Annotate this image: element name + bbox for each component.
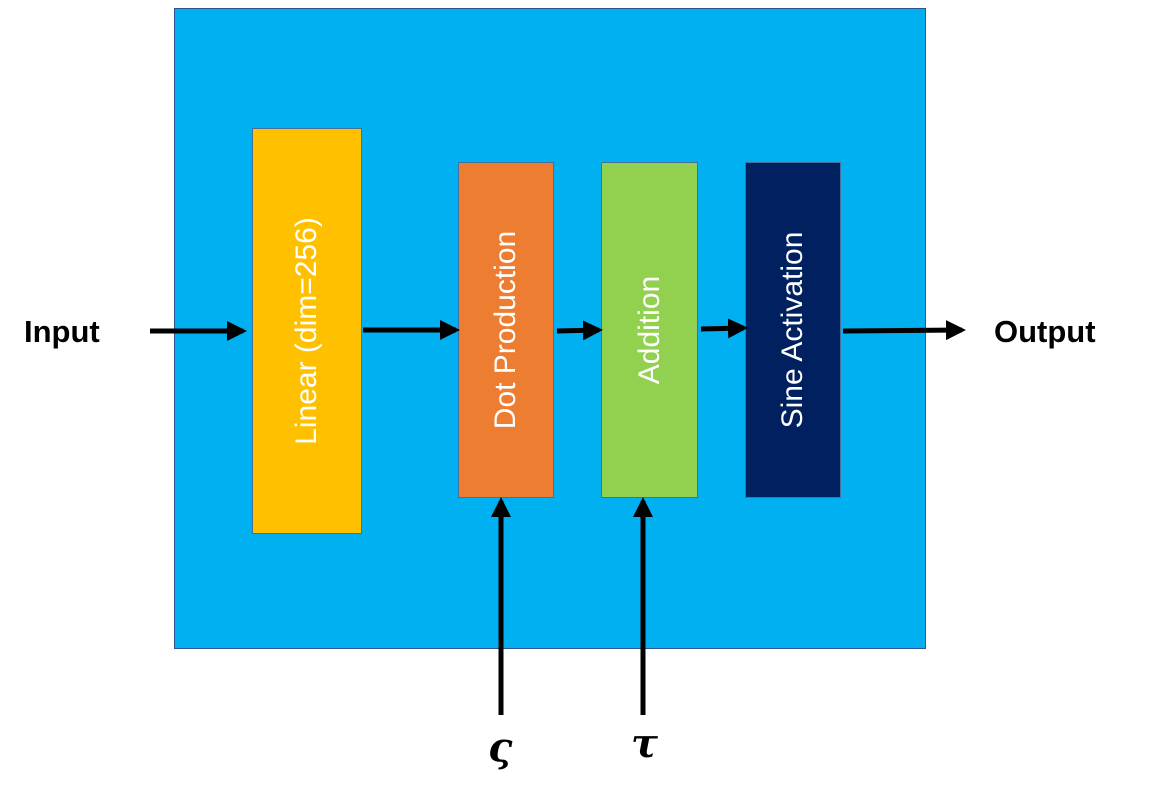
addition-block-label: Addition (632, 275, 666, 385)
linear-block: Linear (dim=256) (252, 128, 362, 534)
dot-production-block-label: Dot Production (489, 230, 522, 430)
sine-activation-block: Sine Activation (745, 162, 841, 498)
zeta-parameter-label: ς (488, 724, 513, 771)
addition-block: Addition (601, 162, 698, 498)
input-label: Input (24, 314, 100, 349)
output-label: Output (994, 314, 1096, 349)
linear-block-label: Linear (dim=256) (290, 217, 323, 445)
dot-production-block: Dot Production (458, 162, 554, 498)
tau-parameter-label: τ (631, 720, 658, 767)
sine-activation-block-label: Sine Activation (776, 231, 809, 429)
